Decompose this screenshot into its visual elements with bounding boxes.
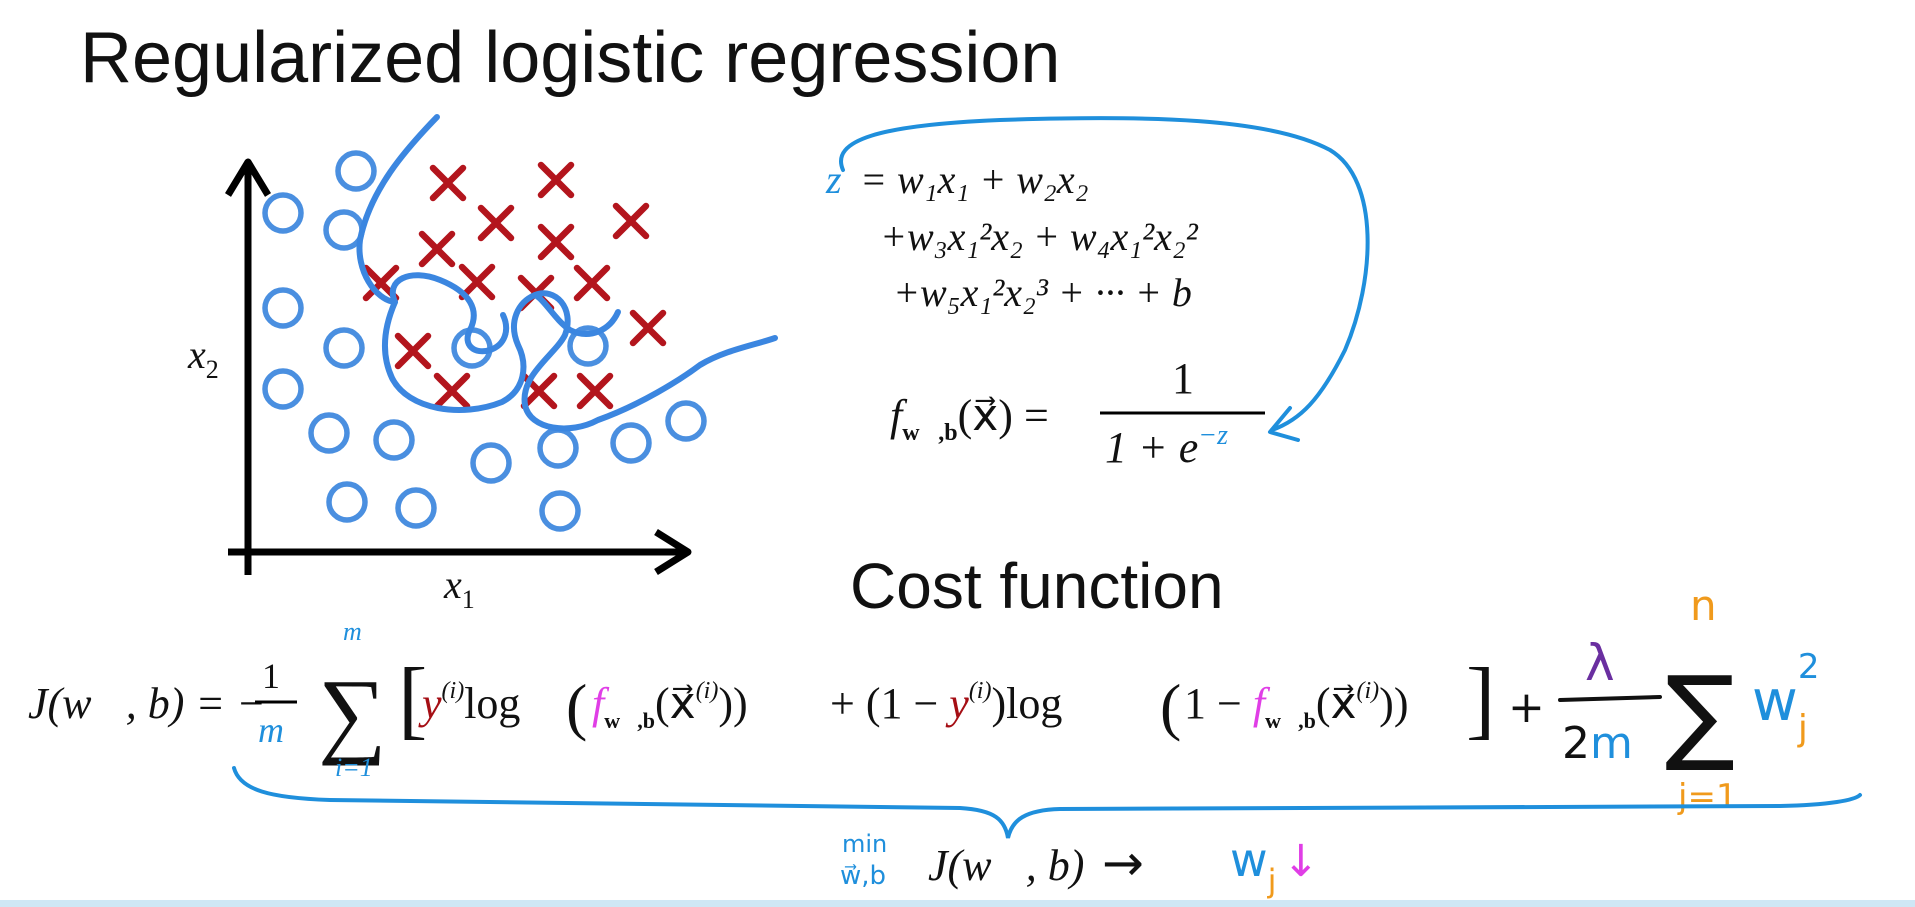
z-substitution-arrowhead [1268, 406, 1300, 442]
circle-marker [262, 287, 304, 329]
circle-marker [323, 209, 365, 251]
circle-marker [470, 442, 512, 484]
cross-marker [394, 332, 432, 370]
f-denominator: 1 + e−z [1105, 420, 1228, 472]
x-axis-label: x1 [443, 562, 475, 614]
decision-boundary [356, 114, 778, 432]
sum-top: m [343, 617, 362, 646]
cost-lhs: J(w⃗, b) = − [28, 679, 266, 728]
circle-marker [326, 481, 368, 523]
scatter-plot: x2 x1 [187, 114, 778, 614]
reg-2m: 2m [1562, 718, 1633, 769]
min-arrow: → [1102, 834, 1144, 892]
paren-open-2: ( [1160, 671, 1181, 742]
min-subscript: w⃗,b [840, 861, 886, 891]
bottom-border-strip [0, 900, 1915, 907]
cost-underbrace [232, 766, 1862, 839]
z-line-3: +w₅x₁²x₂³ + ··· + b [893, 270, 1192, 315]
circle-marker [537, 427, 579, 469]
circle-marker [262, 192, 304, 234]
sum-bottom: i=1 [335, 753, 373, 782]
cross-marker [418, 230, 456, 268]
circle-marker [610, 422, 652, 464]
cross-marker [433, 372, 471, 410]
cross-marker [573, 264, 611, 302]
reg-lambda: λ [1585, 634, 1615, 692]
cost-function-title: Cost function [850, 550, 1224, 622]
circle-marker [335, 150, 377, 192]
f-lhs: fw⃗,b(x⃗) = [890, 391, 1049, 446]
y-axis-arrowhead [225, 158, 271, 197]
circle-marker [373, 419, 415, 461]
z-substitution-arrow [839, 116, 1370, 432]
min-expr: J(w⃗, b) [928, 841, 1084, 890]
slide-title: Regularized logistic regression [80, 18, 1060, 98]
min-label: min [842, 830, 887, 858]
reg-w: wj2 [1752, 647, 1819, 749]
circle-marker [308, 412, 350, 454]
y-axis-label: x2 [187, 332, 219, 384]
z-line-2: +w₃x₁²x₂ + w₄x₁²x₂² [880, 214, 1199, 259]
cross-marker [612, 202, 650, 240]
z-symbol: z [825, 157, 842, 202]
cross-marker [477, 204, 515, 242]
cross-marker [537, 161, 575, 199]
reg-sigma: ∑ [1665, 653, 1735, 775]
sigmoid-equation: fw⃗,b(x⃗) = 1 1 + e−z [890, 354, 1265, 472]
cross-marker [629, 309, 667, 347]
cost-mid: + (1 − y(i))log [830, 678, 1062, 728]
cost-function-equation: J(w⃗, b) = − 1 m m ∑ i=1 [ y(i)log ( fw⃗… [28, 581, 1819, 817]
cross-marker [576, 372, 614, 410]
circle-marker [539, 490, 581, 532]
cost-term-2: 1 − fw⃗,b(x⃗(i))) [1184, 678, 1408, 733]
cost-f-1: fw⃗,b(x⃗(i))) [592, 678, 748, 733]
z-line-1: = w₁x₁ + w₂x₂ [860, 157, 1088, 202]
reg-bottom: j=1 [1677, 777, 1738, 817]
cost-m: m [258, 710, 284, 750]
cost-term-1: y(i)log [418, 678, 520, 728]
right-bracket: ] [1466, 651, 1495, 748]
reg-frac-bar [1558, 695, 1662, 702]
paren-open-1: ( [566, 671, 587, 742]
circle-marker [665, 400, 707, 442]
sum-sigma: ∑ [318, 659, 386, 766]
min-w: wj↓ [1230, 833, 1319, 900]
x-axis-arrowhead [654, 529, 692, 575]
left-bracket: [ [398, 651, 427, 748]
circle-marker [323, 327, 365, 369]
decision-boundary-inner-left [389, 272, 510, 355]
reg-plus: + [1508, 682, 1545, 733]
circle-marker [567, 325, 609, 367]
decision-boundary-inner-right [532, 292, 621, 337]
circle-marker [262, 368, 304, 410]
circle-marker [395, 487, 437, 529]
minimization-line: min w⃗,b J(w⃗, b) → wj↓ [840, 830, 1319, 900]
positive-class-markers [362, 161, 667, 410]
reg-top: n [1690, 581, 1717, 630]
cost-one: 1 [262, 656, 280, 696]
f-numerator: 1 [1172, 354, 1194, 403]
cross-marker [537, 223, 575, 261]
z-equation: z = w₁x₁ + w₂x₂ +w₃x₁²x₂ + w₄x₁²x₂² +w₅x… [825, 157, 1199, 315]
cross-marker [458, 263, 496, 301]
cross-marker [429, 164, 467, 202]
